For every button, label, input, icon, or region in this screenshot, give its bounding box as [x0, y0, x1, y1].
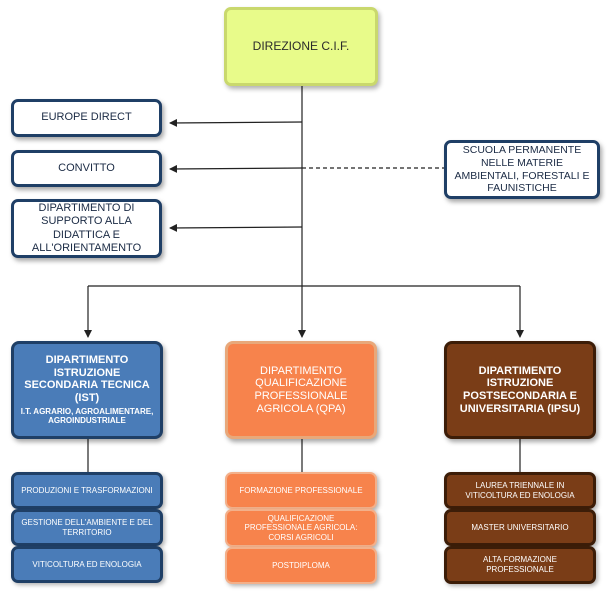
dept-ipsu-title: DIPARTIMENTO ISTRUZIONE POSTSECONDARIA E…	[459, 364, 581, 415]
scuola-permanente-label: SCUOLA PERMANENTE NELLE MATERIE AMBIENTA…	[454, 144, 590, 195]
dept-ist: DIPARTIMENTO ISTRUZIONE SECONDARIA TECNI…	[11, 341, 163, 439]
dept-ist-title: DIPARTIMENTO ISTRUZIONE SECONDARIA TECNI…	[24, 354, 150, 405]
dept-ipsu: DIPARTIMENTO ISTRUZIONE POSTSECONDARIA E…	[444, 341, 596, 439]
dept-qpa-title: DIPARTIMENTO QUALIFICAZIONE PROFESSIONAL…	[254, 364, 348, 415]
ipsu-item-label: MASTER UNIVERSITARIO	[471, 522, 569, 532]
supporto-didattica-label: DIPARTIMENTO DI SUPPORTO ALLA DIDATTICA …	[31, 202, 142, 254]
convitto-node: CONVITTO	[11, 150, 162, 187]
supporto-didattica-node: DIPARTIMENTO DI SUPPORTO ALLA DIDATTICA …	[11, 199, 162, 258]
qpa-item-label: FORMAZIONE PROFESSIONALE	[239, 485, 363, 495]
ist-item-label: VITICOLTURA ED ENOLOGIA	[32, 559, 142, 569]
ist-item-label: GESTIONE DELL'AMBIENTE E DEL TERRITORIO	[21, 517, 153, 537]
ipsu-item-label: LAUREA TRIENNALE IN VITICOLTURA ED ENOLO…	[465, 480, 575, 500]
ist-item-produzioni: PRODUZIONI E TRASFORMAZIONI	[11, 472, 163, 509]
dept-ist-subtitle: I.T. AGRARIO, AGROALIMENTARE, AGROINDUST…	[20, 406, 154, 426]
qpa-item-label: QUALIFICAZIONE PROFESSIONALE AGRICOLA: C…	[244, 513, 358, 542]
ipsu-item-master: MASTER UNIVERSITARIO	[444, 509, 596, 546]
ist-item-label: PRODUZIONI E TRASFORMAZIONI	[21, 485, 153, 495]
ipsu-item-laurea: LAUREA TRIENNALE IN VITICOLTURA ED ENOLO…	[444, 472, 596, 509]
ist-item-viticoltura: VITICOLTURA ED ENOLOGIA	[11, 546, 163, 583]
dept-qpa: DIPARTIMENTO QUALIFICAZIONE PROFESSIONAL…	[225, 341, 377, 439]
qpa-item-postdiploma: POSTDIPLOMA	[225, 547, 377, 584]
branch-europe-direct	[169, 118, 303, 127]
ipsu-item-label: ALTA FORMAZIONE PROFESSIONALE	[483, 555, 557, 574]
ist-item-gestione: GESTIONE DELL'AMBIENTE E DEL TERRITORIO	[11, 509, 163, 546]
branch-supporto	[169, 223, 303, 232]
scuola-permanente-node: SCUOLA PERMANENTE NELLE MATERIE AMBIENTA…	[444, 140, 600, 199]
europe-direct-label: EUROPE DIRECT	[41, 111, 132, 124]
ipsu-item-alta-formazione: ALTA FORMAZIONE PROFESSIONALE	[444, 546, 596, 584]
qpa-item-qualificazione: QUALIFICAZIONE PROFESSIONALE AGRICOLA: C…	[225, 509, 377, 547]
convitto-label: CONVITTO	[58, 161, 115, 174]
branch-convitto	[169, 164, 303, 173]
root-node: DIREZIONE C.I.F.	[224, 7, 378, 86]
europe-direct-node: EUROPE DIRECT	[11, 99, 162, 137]
qpa-item-formazione: FORMAZIONE PROFESSIONALE	[225, 472, 377, 509]
root-label: DIREZIONE C.I.F.	[252, 39, 350, 54]
qpa-item-label: POSTDIPLOMA	[272, 560, 330, 570]
